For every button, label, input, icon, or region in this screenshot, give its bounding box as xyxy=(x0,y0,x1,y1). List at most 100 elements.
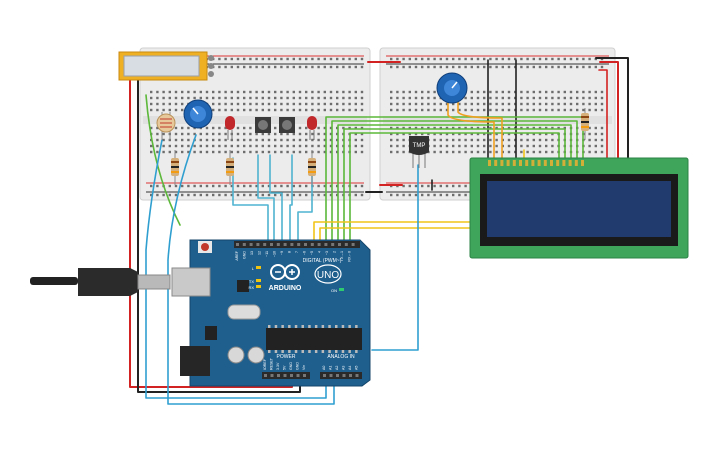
breadboard-hole xyxy=(150,90,153,94)
breadboard-hole xyxy=(274,144,277,148)
breadboard-hole xyxy=(323,193,326,197)
breadboard-hole xyxy=(582,96,585,100)
breadboard-hole xyxy=(414,193,418,197)
breadboard-hole xyxy=(360,96,364,100)
breadboard-hole xyxy=(396,193,399,197)
pin-label: 3.3V xyxy=(276,362,280,370)
breadboard-hole xyxy=(236,126,240,130)
breadboard-hole xyxy=(236,138,240,142)
lcd-pin xyxy=(556,160,560,166)
breadboard-hole xyxy=(551,108,554,112)
breadboard-hole xyxy=(594,138,597,142)
breadboard-hole xyxy=(489,132,492,136)
wire-green-3 xyxy=(337,124,572,241)
breadboard-hole xyxy=(464,150,467,154)
breadboard-hole xyxy=(224,138,227,142)
breadboard-hole xyxy=(483,132,486,136)
breadboard-hole xyxy=(354,138,357,142)
breadboard-hole xyxy=(476,144,480,148)
chip-leg xyxy=(274,325,278,328)
breadboard-hole xyxy=(520,150,523,154)
breadboard-hole xyxy=(470,144,473,148)
reset-button[interactable] xyxy=(201,243,209,251)
chip-leg xyxy=(328,325,331,328)
breadboard-hole xyxy=(360,138,364,142)
breadboard-hole xyxy=(507,132,511,136)
breadboard-hole xyxy=(476,65,480,69)
breadboard-hole xyxy=(236,57,240,61)
breadboard-hole xyxy=(402,193,405,197)
breadboard-hole xyxy=(532,150,535,154)
breadboard-hole xyxy=(311,57,314,61)
breadboard-hole xyxy=(199,90,202,94)
breadboard-hole xyxy=(193,90,196,94)
breadboard-hole xyxy=(174,102,178,106)
breadboard-hole xyxy=(286,90,289,94)
breadboard-hole xyxy=(243,150,246,154)
breadboard-hole xyxy=(532,90,535,94)
analog-pin-hole xyxy=(342,374,346,377)
breadboard-hole xyxy=(588,102,591,106)
breadboard-hole xyxy=(218,102,221,106)
breadboard-hole xyxy=(483,57,486,61)
breadboard-hole xyxy=(274,132,277,136)
breadboard-hole xyxy=(489,102,492,106)
breadboard-hole xyxy=(408,184,411,188)
breadboard-hole xyxy=(427,57,430,61)
breadboard-hole xyxy=(249,102,252,106)
breadboard-hole xyxy=(569,57,573,61)
chip-leg xyxy=(268,350,271,353)
breadboard-hole xyxy=(526,65,529,69)
breadboard-hole xyxy=(205,132,209,136)
breadboard-hole xyxy=(464,96,467,100)
breadboard-hole xyxy=(588,132,591,136)
breadboard-hole xyxy=(414,108,418,112)
breadboard-hole xyxy=(218,132,221,136)
breadboard-hole xyxy=(348,126,351,130)
power-pin-hole xyxy=(296,374,300,377)
atmega-chip-legs xyxy=(268,325,358,353)
breadboard-hole xyxy=(212,126,215,130)
breadboard-hole xyxy=(230,57,233,61)
wire-orange-1 xyxy=(447,99,495,161)
on-label: ON xyxy=(331,288,337,293)
digital-pin-hole xyxy=(283,243,287,246)
breadboard-hole xyxy=(181,132,184,136)
breadboard-hole xyxy=(150,144,153,148)
breadboard-hole xyxy=(458,57,461,61)
breadboard-hole xyxy=(495,132,498,136)
breadboard-hole xyxy=(507,150,511,154)
breadboard-hole xyxy=(292,65,295,69)
breadboard-hole xyxy=(360,90,364,94)
breadboard-hole xyxy=(582,57,585,61)
breadboard-hole xyxy=(402,108,405,112)
breadboard-hole xyxy=(483,126,486,130)
breadboard-hole xyxy=(445,57,449,61)
breadboard-hole xyxy=(342,108,345,112)
breadboard-hole xyxy=(243,90,246,94)
breadboard-hole xyxy=(408,96,411,100)
breadboard-hole xyxy=(582,65,585,69)
breadboard-hole xyxy=(532,132,535,136)
breadboard-hole xyxy=(224,90,227,94)
breadboard-hole xyxy=(495,90,498,94)
breadboard-hole xyxy=(594,108,597,112)
breadboard-hole xyxy=(520,90,523,94)
breadboard-hole xyxy=(439,102,442,106)
pin-label: 2 xyxy=(333,251,337,253)
breadboard-hole xyxy=(476,108,480,112)
breadboard-hole xyxy=(452,150,455,154)
breadboard-hole xyxy=(427,90,430,94)
breadboard-hole xyxy=(532,102,535,106)
breadboard-hole xyxy=(470,96,473,100)
breadboard-hole xyxy=(267,108,271,112)
breadboard-hole xyxy=(433,193,436,197)
breadboard-hole xyxy=(329,150,333,154)
pin-label: 12 xyxy=(258,251,262,255)
breadboard-hole xyxy=(292,108,295,112)
breadboard-hole xyxy=(305,102,308,106)
breadboard-hole xyxy=(563,96,566,100)
breadboard-hole xyxy=(199,132,202,136)
breadboard-hole xyxy=(298,193,302,197)
breadboard-hole xyxy=(305,193,308,197)
